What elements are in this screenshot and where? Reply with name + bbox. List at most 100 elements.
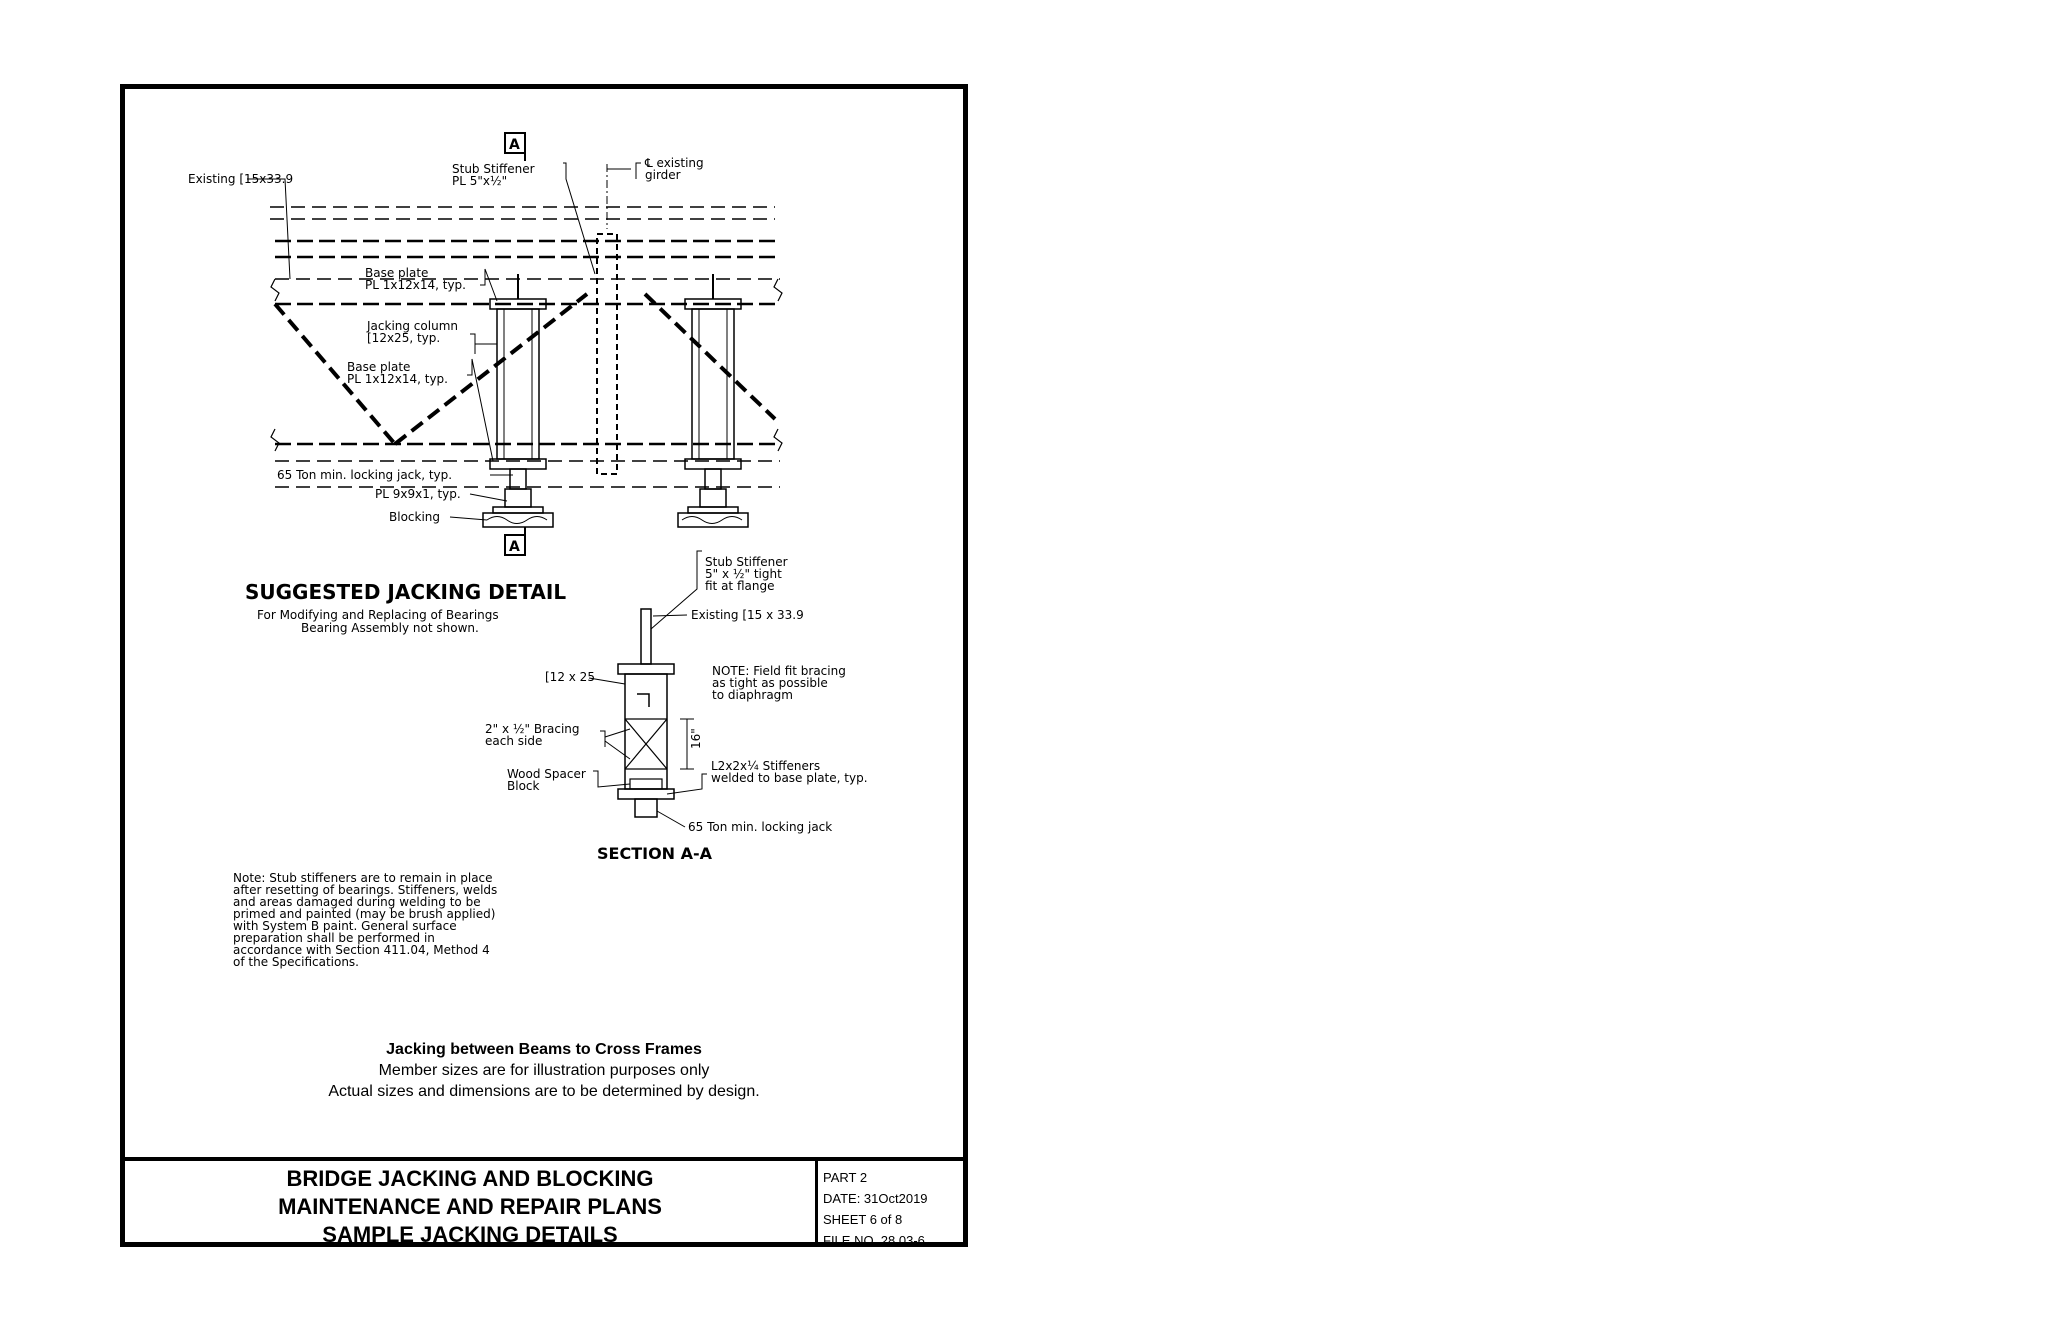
note-line: with System B paint. General surface: [233, 919, 457, 933]
leader-line: [467, 358, 494, 462]
section-base-plate-bottom: [617, 788, 675, 800]
blocking: [482, 512, 554, 528]
note-line: preparation shall be performed in: [233, 931, 435, 945]
title-line: MAINTENANCE AND REPAIR PLANS: [278, 1194, 662, 1219]
label-section-dimension: 16": [689, 728, 703, 749]
leader-line: [652, 614, 688, 617]
title-line: SAMPLE JACKING DETAILS: [322, 1222, 618, 1247]
section-stub-stiffener: [640, 608, 652, 665]
label-jacking-column: Jacking column: [366, 319, 458, 333]
title-block-info: PART 2 DATE: 31Oct2019 SHEET 6 of 8 FILE…: [815, 1161, 963, 1248]
section-marker-label: A: [509, 137, 520, 153]
note-line: primed and painted (may be brush applied…: [233, 907, 495, 921]
detail-title: SUGGESTED JACKING DETAIL: [245, 580, 566, 604]
cross-frame-diagonal: [643, 292, 777, 421]
date: DATE: 31Oct2019: [823, 1191, 928, 1206]
label-section-note-2: as tight as possible: [712, 676, 828, 690]
break-mark: [773, 278, 783, 302]
drawing-sheet: A A Existing [15x33.9 Stub Stiffener PL …: [120, 84, 968, 1248]
leader-line: [604, 740, 631, 760]
label-base-plate-top-size: PL 1x12x14, typ.: [365, 278, 466, 292]
label-section-jack: 65 Ton min. locking jack: [688, 820, 832, 834]
locking-jack-body: [699, 488, 727, 508]
label-section-stiffeners: L2x2x¼ Stiffeners: [711, 759, 820, 773]
detail-subtitle-2: Bearing Assembly not shown.: [301, 621, 479, 635]
section-stiffener-angle: [637, 693, 650, 707]
engineering-drawing: A A Existing [15x33.9 Stub Stiffener PL …: [188, 132, 868, 969]
label-section-bracing-2: each side: [485, 734, 542, 748]
leader-line: [469, 493, 508, 502]
blocking: [677, 512, 749, 528]
label-pl-9x9: PL 9x9x1, typ.: [375, 487, 461, 501]
blocking-wood-grain: [681, 516, 743, 524]
label-section-stub-size: 5" x ½" tight: [705, 567, 782, 581]
label-section-stub: Stub Stiffener: [705, 555, 788, 569]
leader-line: [635, 162, 641, 179]
leader-line: [563, 162, 596, 275]
note-line: Note: Stub stiffeners are to remain in p…: [233, 871, 493, 885]
leader-line: [600, 730, 606, 747]
title-line: BRIDGE JACKING AND BLOCKING: [286, 1166, 654, 1191]
label-base-plate-bottom-size: PL 1x12x14, typ.: [347, 372, 448, 386]
label-blocking: Blocking: [389, 510, 440, 524]
label-stub-stiffener-size: PL 5"x½": [452, 174, 507, 188]
leader-line: [593, 770, 631, 788]
leader-line: [247, 178, 291, 280]
leader-line: [604, 728, 631, 738]
leader-line: [449, 516, 488, 521]
title-block: BRIDGE JACKING AND BLOCKING MAINTENANCE …: [125, 1157, 963, 1248]
file-number: FILE NO. 28.03-6: [823, 1233, 925, 1248]
leader-line: [656, 810, 686, 828]
label-stub-stiffener: Stub Stiffener: [452, 162, 535, 176]
note-line: and areas damaged during welding to be: [233, 895, 481, 909]
detail-subtitle: For Modifying and Replacing of Bearings: [257, 608, 499, 622]
pl-9x9-plate: [687, 506, 739, 514]
section-title: SECTION A-A: [597, 844, 713, 863]
break-mark: [773, 428, 783, 452]
label-section-existing: Existing [15 x 33.9: [691, 608, 804, 622]
label-section-stiffeners-2: welded to base plate, typ.: [711, 771, 868, 785]
label-section-spacer: Wood Spacer: [507, 767, 586, 781]
note-line: after resetting of bearings. Stiffeners,…: [233, 883, 497, 897]
note-line: accordance with Section 411.04, Method 4: [233, 943, 490, 957]
locking-jack: [509, 468, 527, 490]
leader-line: [588, 677, 626, 685]
label-section-bracing: 2" x ½" Bracing: [485, 722, 580, 736]
existing-girder: [596, 233, 618, 475]
caption-line: Member sizes are for illustration purpos…: [378, 1062, 710, 1079]
blocking-wood-grain: [486, 516, 548, 524]
leader-line: [666, 773, 707, 795]
jacking-column: [496, 308, 540, 460]
general-note: Note: Stub stiffeners are to remain in p…: [233, 871, 497, 969]
leader-line: [480, 268, 498, 302]
label-section-note-3: to diaphragm: [712, 688, 793, 702]
break-mark: [270, 278, 280, 302]
section-base-plate-top: [617, 663, 675, 675]
caption-title: Jacking between Beams to Cross Frames: [386, 1041, 702, 1058]
break-mark: [270, 428, 280, 452]
section-locking-jack: [634, 798, 658, 818]
sheet-number: SHEET 6 of 8: [823, 1212, 903, 1227]
figure-caption: Jacking between Beams to Cross Frames Me…: [125, 1039, 963, 1102]
part-number: PART 2: [823, 1170, 868, 1185]
jacking-column: [691, 308, 735, 460]
caption-line: Actual sizes and dimensions are to be de…: [328, 1083, 760, 1100]
label-locking-jack: 65 Ton min. locking jack, typ.: [277, 468, 452, 482]
note-line: of the Specifications.: [233, 955, 359, 969]
base-plate-bottom: [684, 458, 742, 470]
label-section-spacer-2: Block: [507, 779, 540, 793]
label-section-note: NOTE: Field fit bracing: [712, 664, 846, 678]
label-section-c12: [12 x 25: [545, 670, 595, 684]
section-column: [624, 673, 668, 790]
pl-9x9-plate: [492, 506, 544, 514]
title-block-main: BRIDGE JACKING AND BLOCKING MAINTENANCE …: [125, 1161, 815, 1247]
section-marker-label: A: [509, 539, 520, 555]
leader-line: [470, 333, 476, 354]
cross-frame-diagonal: [273, 302, 397, 446]
label-section-stub-fit: fit at flange: [705, 579, 774, 593]
locking-jack: [704, 468, 722, 490]
section-wood-spacer: [629, 778, 663, 790]
label-base-plate-bottom: Base plate: [347, 360, 410, 374]
label-cl-girder: ℄ existing: [644, 156, 704, 170]
label-existing-channel: Existing [15x33.9: [188, 172, 293, 186]
